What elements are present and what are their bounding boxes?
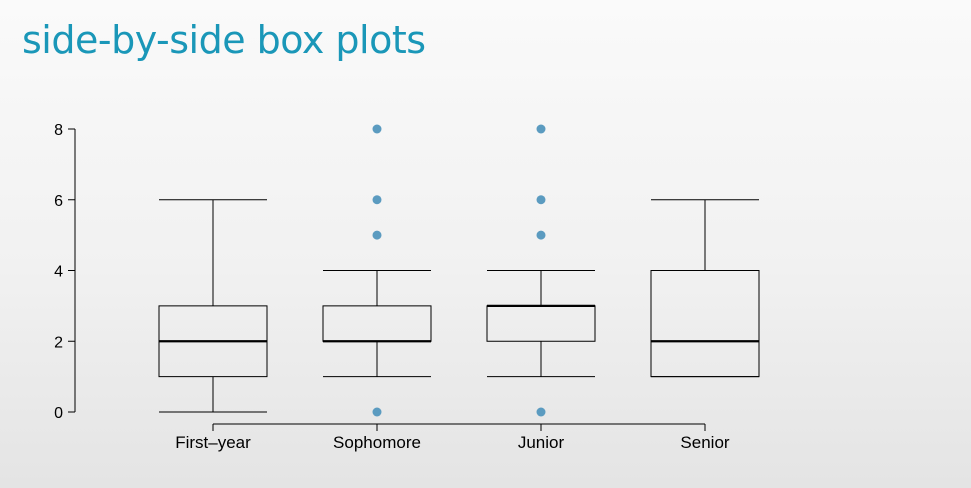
x-tick-label-senior: Senior — [680, 433, 729, 452]
x-tick-label-sophomore: Sophomore — [333, 433, 421, 452]
chart-plot-area — [158, 124, 760, 417]
iqr-box-junior — [486, 305, 596, 342]
outlier-point-junior-8 — [536, 124, 546, 134]
outlier-point-sophomore-5 — [372, 230, 382, 240]
box-group-first-year — [158, 199, 268, 413]
y-tick-label-2: 2 — [54, 334, 63, 351]
outlier-point-junior-6 — [536, 195, 546, 205]
iqr-box-sophomore — [322, 305, 432, 342]
slide-title: side-by-side box plots — [22, 18, 426, 62]
outlier-point-junior-5 — [536, 230, 546, 240]
x-tick-label-first-year: First–year — [175, 433, 251, 452]
box-group-sophomore — [322, 124, 432, 417]
box-group-senior — [650, 199, 760, 378]
outlier-point-sophomore-6 — [372, 195, 382, 205]
box-group-junior — [486, 124, 596, 417]
outlier-point-sophomore-8 — [372, 124, 382, 134]
y-tick-label-8: 8 — [54, 122, 63, 139]
outlier-point-sophomore-0 — [372, 407, 382, 417]
outlier-point-junior-0 — [536, 407, 546, 417]
y-tick-label-0: 0 — [54, 405, 63, 422]
x-tick-label-junior: Junior — [518, 433, 565, 452]
y-tick-label-4: 4 — [54, 264, 63, 281]
y-tick-label-6: 6 — [54, 193, 63, 210]
iqr-box-senior — [650, 270, 760, 378]
